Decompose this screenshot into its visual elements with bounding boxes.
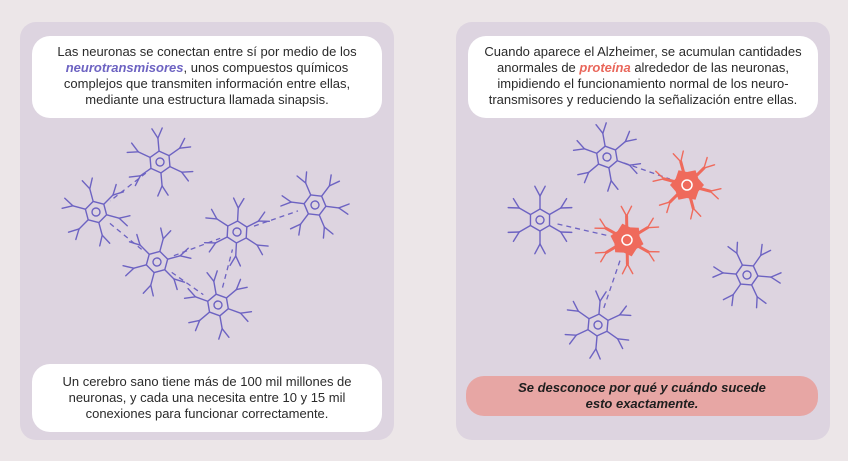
callout-line-2: esto exactamente. [585, 396, 699, 411]
healthy-facts-line-2: neuronas, y cada una necesita entre 10 y… [68, 390, 346, 405]
synapse-connections [109, 162, 671, 309]
neuron-healthy [280, 171, 350, 239]
neuron-affected [652, 150, 722, 220]
healthy-intro-line-2: neurotransmisores, unos compuestos quími… [65, 60, 349, 75]
synapse-link [623, 162, 671, 180]
healthy-intro-line-3: complejos que transmiten información ent… [63, 76, 351, 91]
healthy-facts-line-3: conexiones para funcionar correctamente. [85, 406, 329, 421]
neuron-healthy [183, 270, 253, 340]
healthy-intro-line-1: Las neuronas se conectan entre sí por me… [57, 44, 357, 59]
callout-line-1: Se desconoce por qué y cuándo sucede [518, 380, 766, 395]
neuron-affected [594, 205, 660, 275]
neuron-healthy [203, 197, 271, 267]
neuron-healthy [122, 227, 192, 297]
neuron-healthy [564, 290, 632, 360]
synapse-link [253, 210, 299, 227]
neuron-healthy [572, 122, 642, 192]
healthy-facts-line-1: Un cerebro sano tiene más de 100 mil mil… [62, 374, 352, 389]
healthy-facts-card: Un cerebro sano tiene más de 100 mil mil… [32, 364, 382, 432]
alzheimer-intro-line-4: transmisores y reduciendo la señalizació… [488, 92, 798, 107]
alzheimer-intro-line-1: Cuando aparece el Alzheimer, se acumulan… [484, 44, 802, 59]
synapse-link [221, 249, 234, 288]
synapse-link [603, 256, 622, 309]
synapse-link [109, 222, 144, 252]
healthy-intro-line-4: mediante una estructura llamada sinapsis… [85, 92, 329, 107]
synapse-link [109, 172, 147, 202]
synapse-link [171, 271, 204, 296]
neuron-healthy [126, 127, 194, 197]
neuron-cells [61, 122, 782, 360]
neuron-healthy [507, 185, 573, 255]
term-proteina: proteína [579, 60, 631, 75]
synapse-link [557, 223, 610, 237]
neuron-healthy [61, 177, 131, 247]
healthy-intro-card: Las neuronas se conectan entre sí por me… [32, 36, 382, 118]
alzheimer-intro-card: Cuando aparece el Alzheimer, se acumulan… [468, 36, 818, 118]
alzheimer-intro-line-2: anormales de proteína alrededor de las n… [497, 60, 789, 75]
alzheimer-intro-line-3: impidiendo el funcionamiento normal de l… [497, 76, 789, 91]
neuron-healthy [712, 241, 782, 309]
term-neurotransmisores: neurotransmisores [65, 60, 184, 75]
unknown-cause-callout: Se desconoce por qué y cuándo sucede est… [466, 376, 818, 416]
